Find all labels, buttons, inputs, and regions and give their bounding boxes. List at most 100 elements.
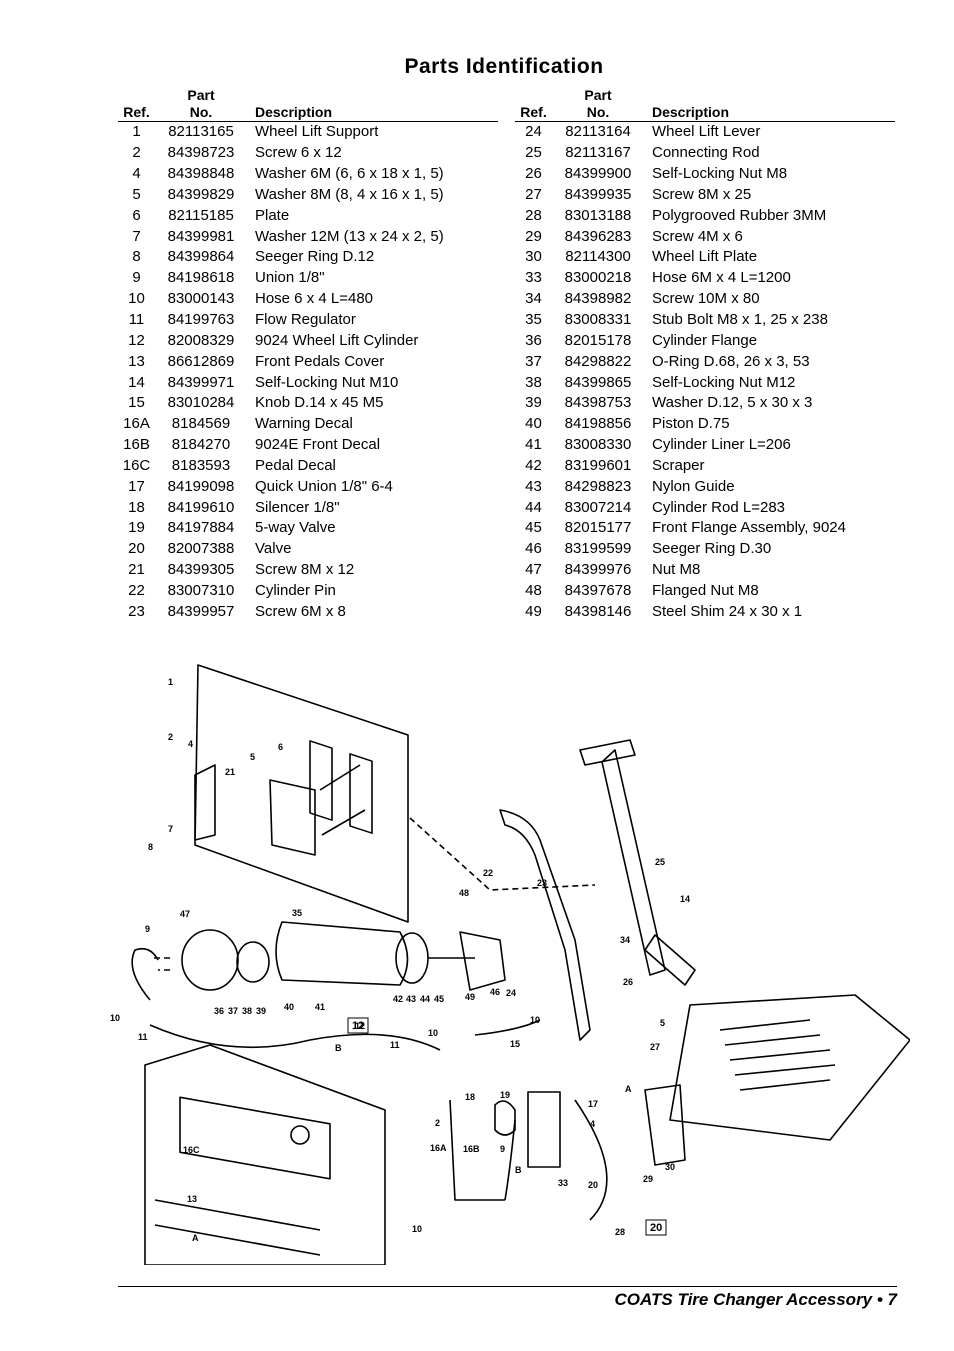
ref-cell: 24	[525, 123, 542, 141]
ref-cell: 35	[525, 311, 542, 329]
callout-label: 11	[390, 1040, 400, 1050]
table-row: 25 82113167 Connecting Rod	[515, 143, 895, 164]
description-cell: Pedal Decal	[255, 456, 336, 474]
ref-cell: 14	[128, 373, 145, 391]
description-cell: Washer D.12, 5 x 30 x 3	[652, 394, 813, 412]
ref-cell: 13	[128, 352, 145, 370]
description-cell: Cylinder Pin	[255, 581, 336, 599]
description-cell: Cylinder Liner L=206	[652, 436, 791, 454]
callout-label: 8	[148, 842, 153, 852]
ref-cell: 20	[128, 540, 145, 558]
description-cell: Screw 8M x 12	[255, 561, 355, 579]
ref-cell: 38	[525, 373, 542, 391]
description-cell: Washer 8M (8, 4 x 16 x 1, 5)	[255, 185, 444, 203]
description-cell: Screw 4M x 6	[652, 227, 743, 245]
ref-cell: 30	[525, 248, 542, 266]
part-number-cell: 83000218	[564, 269, 632, 287]
part-number-cell: 84399865	[564, 373, 632, 391]
part-number-cell: 84398146	[564, 602, 632, 620]
part-number-cell: 82113167	[565, 144, 631, 162]
callout-label: 17	[588, 1099, 598, 1109]
header-ref: Ref.	[515, 104, 552, 122]
description-cell: Cylinder Flange	[652, 331, 758, 349]
table-row: 23 84399957 Screw 6M x 8	[118, 601, 498, 622]
ref-cell: 45	[525, 519, 542, 537]
callout-label: 20	[588, 1180, 598, 1190]
description-cell: Screw 6M x 8	[255, 602, 346, 620]
part-number-cell: 83000143	[167, 290, 235, 308]
description-cell: Flanged Nut M8	[652, 581, 759, 599]
callout-label: 10	[412, 1224, 422, 1234]
part-number-cell: 84398723	[167, 144, 235, 162]
description-cell: 5-way Valve	[255, 519, 336, 537]
part-number-cell: 83199599	[564, 540, 632, 558]
part-number-cell: 83199601	[564, 456, 632, 474]
callout-label: 28	[615, 1227, 625, 1237]
callout-label: 33	[558, 1178, 568, 1188]
description-cell: Front Flange Assembly, 9024	[652, 519, 846, 537]
callout-label: 1	[168, 677, 173, 687]
part-number-cell: 8183593	[171, 456, 231, 474]
page-title: Parts Identification	[404, 55, 604, 78]
ref-cell: 29	[525, 227, 542, 245]
header-ref: Ref.	[118, 104, 155, 122]
description-cell: Connecting Rod	[652, 144, 760, 162]
description-cell: Washer 6M (6, 6 x 18 x 1, 5)	[255, 165, 444, 183]
ref-cell: 5	[132, 185, 141, 203]
description-cell: Self-Locking Nut M10	[255, 373, 399, 391]
front-pedals-cover	[144, 1044, 386, 1265]
ref-cell: 39	[525, 394, 542, 412]
description-cell: Flow Regulator	[255, 311, 356, 329]
part-number-cell: 82114300	[565, 248, 631, 266]
header-part-line1: Part	[187, 87, 215, 103]
part-number-cell: 84399305	[167, 561, 235, 579]
description-cell: Warning Decal	[255, 415, 353, 433]
description-cell: Self-Locking Nut M12	[652, 373, 796, 391]
callout-label: 4	[188, 739, 193, 749]
description-cell: 9024E Front Decal	[255, 436, 381, 454]
callout-label: 46	[490, 987, 500, 997]
ref-cell: 12	[128, 331, 145, 349]
ref-cell: 7	[132, 227, 141, 245]
ref-cell: 23	[128, 602, 145, 620]
boxed-callout-label: 20	[650, 1222, 662, 1234]
description-cell: Stub Bolt M8 x 1, 25 x 238	[652, 311, 828, 329]
part-number-cell: 84399864	[167, 248, 235, 266]
part-number-cell: 84399957	[167, 602, 235, 620]
ref-cell: 25	[525, 144, 542, 162]
ref-cell: 10	[128, 290, 145, 308]
ref-cell: 27	[525, 185, 542, 203]
ref-cell: 47	[525, 561, 542, 579]
callout-label: B	[515, 1165, 522, 1175]
description-cell: Seeger Ring D.30	[652, 540, 772, 558]
callout-label: 42	[393, 994, 403, 1004]
description-cell: Piston D.75	[652, 415, 730, 433]
callout-label: A	[625, 1084, 632, 1094]
description-cell: Scraper	[652, 456, 705, 474]
table-row: 38 84399865 Self-Locking Nut M12	[515, 372, 895, 393]
callout-label: 7	[168, 824, 173, 834]
callout-label: 19	[500, 1090, 510, 1100]
description-cell: Valve	[255, 540, 292, 558]
description-cell: Front Pedals Cover	[255, 352, 385, 370]
description-cell: Nylon Guide	[652, 477, 735, 495]
callout-label: 43	[406, 994, 416, 1004]
description-cell: Screw 6 x 12	[255, 144, 342, 162]
wheel-lift-support-plate	[194, 664, 409, 923]
